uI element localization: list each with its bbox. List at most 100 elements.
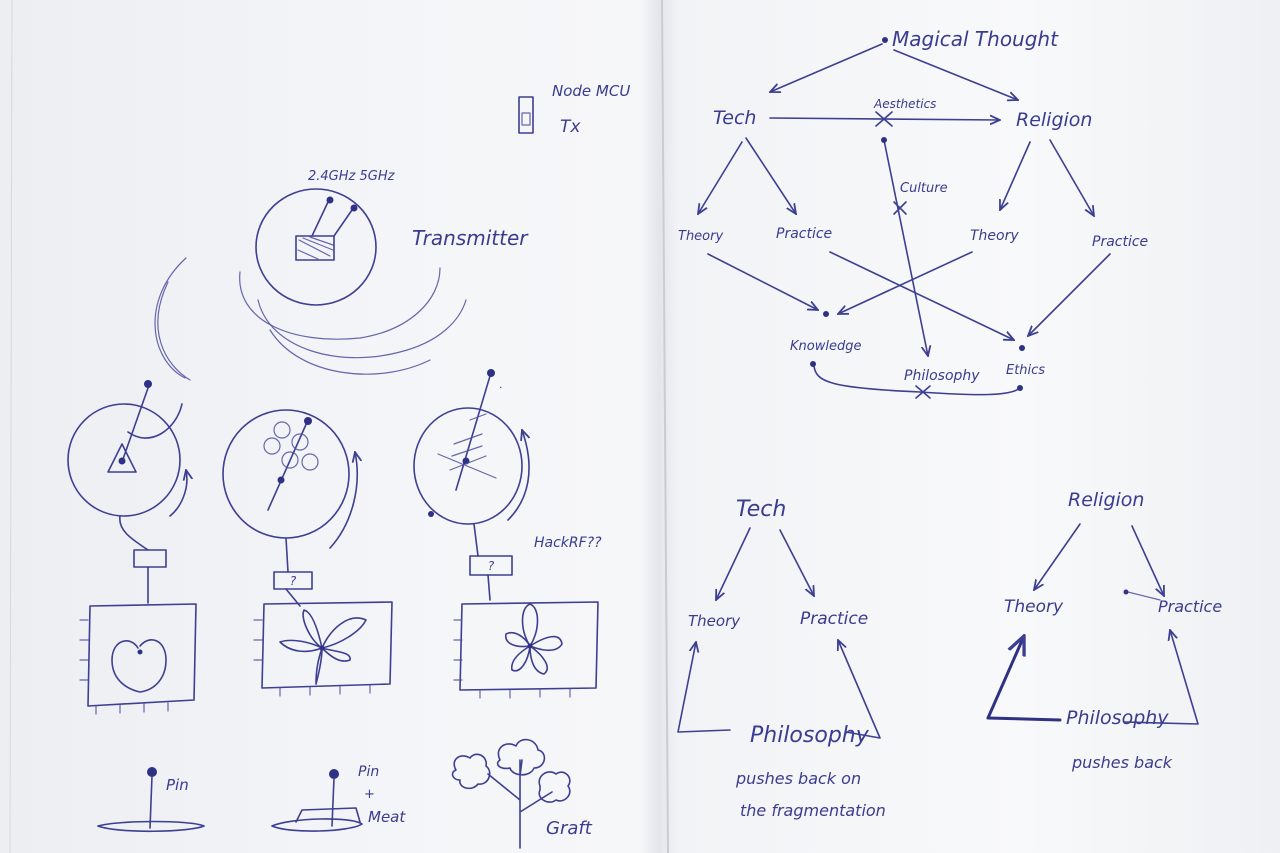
edge-practice-to-ethics xyxy=(1028,253,1111,336)
cross-mark-icon xyxy=(875,111,893,127)
edge-theory-to-knowledge xyxy=(707,253,818,310)
tech-triangle-practice: Practice xyxy=(800,609,868,629)
connector-box xyxy=(469,555,513,576)
radio-wave xyxy=(157,281,191,381)
plot-frame xyxy=(261,601,393,689)
rotor-sketch-3: · ? HackRF?? xyxy=(413,369,602,699)
edge-philosophy-to-practice xyxy=(1123,630,1199,725)
antenna-tip-icon xyxy=(326,196,334,204)
tree-branches xyxy=(487,759,553,849)
node-mcu-sketch: Node MCU Tx xyxy=(518,82,630,137)
edge-magical-to-tech xyxy=(770,43,883,92)
connector-box xyxy=(273,571,313,590)
edge-religion-to-theory xyxy=(1000,141,1031,210)
rotor-arm xyxy=(121,387,149,463)
tech-triangle-theory: Theory xyxy=(688,612,741,630)
pin-shaft xyxy=(149,775,153,829)
tree-canopy xyxy=(538,771,571,803)
left-page-edge xyxy=(9,0,13,853)
radio-wave xyxy=(257,299,467,359)
stray-stroke xyxy=(1127,591,1161,601)
node-religion: Religion xyxy=(1016,109,1092,131)
edge-tech-to-theory xyxy=(698,141,743,214)
origin-dot-icon xyxy=(137,649,143,655)
origin-dot-icon xyxy=(527,643,533,649)
plot-frame xyxy=(459,601,599,691)
rotor-disc xyxy=(67,403,181,517)
tx-label: Tx xyxy=(560,117,581,137)
pivot-dot-icon xyxy=(304,417,312,425)
edge-magical-to-religion xyxy=(893,49,1018,100)
node-religion-theory: Theory xyxy=(970,228,1019,244)
edge-tech-to-practice xyxy=(745,137,796,214)
cross-mark-icon xyxy=(915,385,931,399)
radio-wave xyxy=(154,257,187,379)
page-gutter xyxy=(661,0,669,853)
tree-canopy xyxy=(496,738,546,776)
plot-ticks xyxy=(453,619,571,699)
pin-label: Pin xyxy=(358,764,379,780)
rotor-arm xyxy=(455,375,491,491)
unknown-mark: ? xyxy=(290,574,297,588)
node-tech-theory: Theory xyxy=(678,229,723,244)
pin-label: Pin xyxy=(166,776,189,794)
node-dot-icon xyxy=(810,361,816,367)
wire-dot-icon xyxy=(428,511,434,517)
religion-triangle-theory: Theory xyxy=(1004,597,1064,617)
radio-wave xyxy=(269,329,431,375)
rotation-arrow xyxy=(507,430,529,521)
connector-wire xyxy=(487,574,491,601)
edge-religion-to-practice xyxy=(1049,139,1094,216)
rotation-arrow xyxy=(169,470,187,517)
mcu-label: Node MCU xyxy=(552,82,630,100)
swing-arc xyxy=(127,403,183,439)
meat-slab xyxy=(295,807,361,823)
graft-sketch: Graft xyxy=(451,738,593,849)
node-ethics: Ethics xyxy=(1006,363,1045,378)
rotor-disc xyxy=(222,409,350,539)
mcu-board-icon xyxy=(518,96,534,134)
edge-theory-to-knowledge xyxy=(838,251,973,314)
transmitter-label: Transmitter xyxy=(412,226,529,250)
node-aesthetics: Aesthetics xyxy=(873,97,936,111)
lobe-circle xyxy=(301,453,319,471)
transmitter-chip-icon xyxy=(295,235,335,261)
edge-philosophy-to-theory xyxy=(986,636,1024,720)
religion-triangle-note: pushes back xyxy=(1071,753,1173,772)
node-dot-icon xyxy=(1017,385,1023,391)
pin-shaft xyxy=(331,777,335,827)
node-philosophy: Philosophy xyxy=(904,368,980,384)
edge-philosophy-to-practice xyxy=(838,640,881,739)
node-tech-practice: Practice xyxy=(776,226,832,242)
rotor-arm xyxy=(267,419,309,511)
hackrf-label: HackRF?? xyxy=(534,535,602,551)
rotor-disc xyxy=(413,407,523,525)
frequency-label: 2.4GHz 5GHz xyxy=(308,169,396,184)
edge-philosophy-base xyxy=(986,716,1062,722)
rotor-sketch-1 xyxy=(67,380,197,715)
lobe-circle xyxy=(281,451,299,469)
edge-tech-to-theory xyxy=(716,527,751,600)
rotor-sketch-2: ? xyxy=(222,409,393,697)
triangle-marker-icon xyxy=(107,443,137,473)
pivot-dot-icon xyxy=(277,476,285,484)
connector-wire xyxy=(285,537,289,573)
element-bars xyxy=(437,453,497,479)
plus-label: + xyxy=(364,787,375,802)
node-tech: Tech xyxy=(713,107,756,129)
node-religion-practice: Practice xyxy=(1092,234,1148,250)
lobe-circle xyxy=(273,421,291,439)
edge-practice-to-ethics xyxy=(829,251,1014,340)
element-bars xyxy=(449,413,487,471)
meat-label: Meat xyxy=(368,808,406,826)
lobe-circle xyxy=(263,437,281,455)
node-dot-icon xyxy=(882,37,888,43)
mcu-chip-icon xyxy=(521,112,531,126)
concept-network: Magical Thought Tech Aesthetics Religion… xyxy=(678,27,1148,399)
lobed-pattern xyxy=(279,609,367,685)
connector-wire xyxy=(473,523,479,557)
antenna-lines xyxy=(311,201,353,237)
base-plate xyxy=(271,818,363,832)
plot-ticks xyxy=(253,619,371,697)
